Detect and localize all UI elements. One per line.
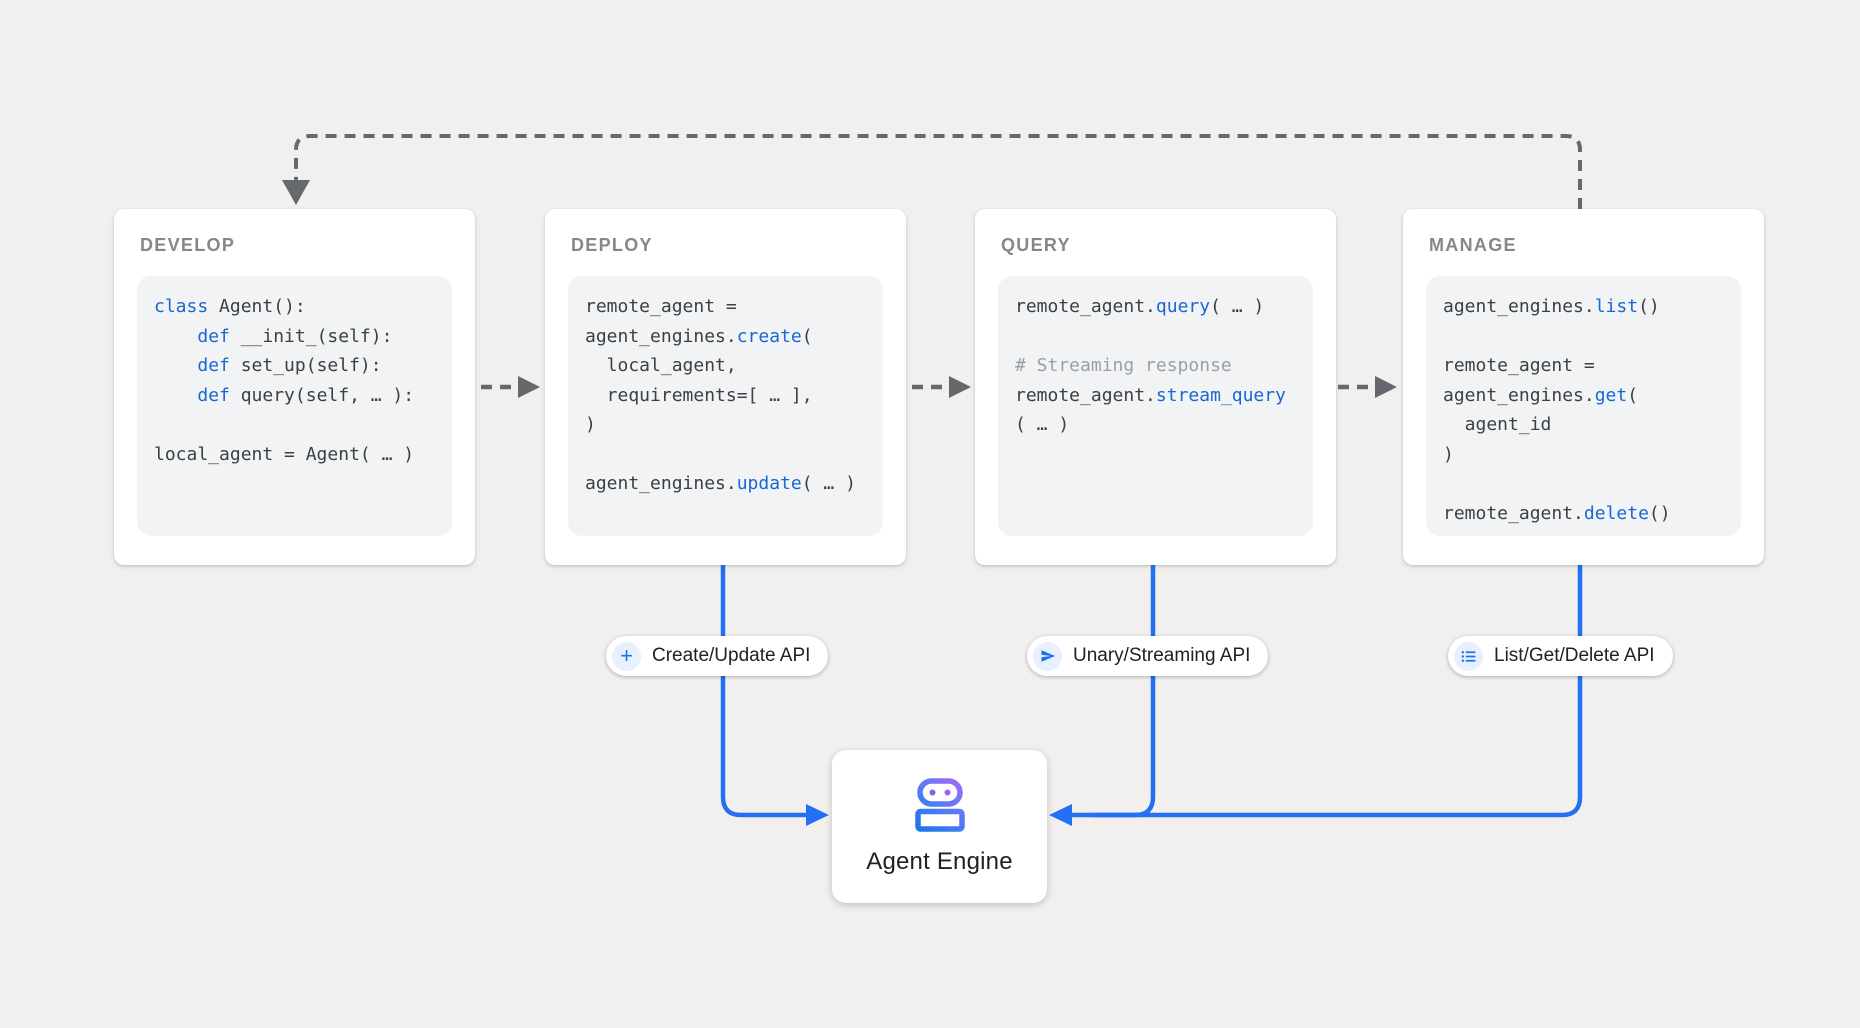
agent-engine-node: Agent Engine bbox=[832, 750, 1047, 903]
develop-card: DEVELOP class Agent(): def __init_(self)… bbox=[114, 209, 475, 565]
develop-to-deploy-arrow bbox=[481, 376, 540, 398]
code-line: agent_engines.create( bbox=[585, 325, 813, 347]
query-code-block: remote_agent.query( … ) # Streaming respo… bbox=[998, 276, 1313, 536]
develop-code-block: class Agent(): def __init_(self): def se… bbox=[137, 276, 452, 536]
unary-streaming-api-label: Unary/Streaming API bbox=[1073, 645, 1251, 666]
code-line: def __init_(self): bbox=[197, 325, 393, 347]
code-line: local_agent, bbox=[585, 355, 737, 376]
develop-card-title: DEVELOP bbox=[140, 235, 236, 255]
send-icon bbox=[1033, 641, 1062, 671]
query-to-manage-arrow bbox=[1338, 376, 1397, 398]
code-line: # Streaming response bbox=[1015, 355, 1232, 376]
code-line: agent_id bbox=[1443, 414, 1552, 435]
deploy-code-block: remote_agent = agent_engines.create( loca… bbox=[568, 276, 883, 536]
plus-icon: + bbox=[612, 641, 641, 671]
code-line bbox=[1443, 322, 1731, 352]
code-line bbox=[1015, 322, 1303, 352]
code-line: remote_agent.stream_query bbox=[1015, 384, 1286, 406]
code-line: remote_agent.query( … ) bbox=[1015, 296, 1265, 317]
deploy-card-title: DEPLOY bbox=[571, 235, 653, 255]
query-card-title: QUERY bbox=[1001, 235, 1071, 255]
code-line: requirements=[ … ], bbox=[585, 384, 813, 406]
manage-card: MANAGE agent_engines.list() remote_agent … bbox=[1403, 209, 1764, 565]
code-line: agent_engines.get( bbox=[1443, 384, 1639, 406]
manage-code-block: agent_engines.list() remote_agent = agent_… bbox=[1426, 276, 1741, 536]
agent-engine-label: Agent Engine bbox=[866, 847, 1013, 875]
code-line: ( … ) bbox=[1015, 414, 1070, 435]
query-to-engine-line bbox=[1090, 565, 1156, 818]
query-card: QUERY remote_agent.query( … ) # Streaming… bbox=[975, 209, 1336, 565]
unary-streaming-api-pill: Unary/Streaming API bbox=[1027, 636, 1269, 676]
code-line bbox=[154, 410, 442, 440]
create-update-api-pill: + Create/Update API bbox=[606, 636, 829, 676]
code-line: ) bbox=[1443, 443, 1454, 465]
code-line: remote_agent = bbox=[585, 296, 737, 317]
deploy-card: DEPLOY remote_agent = agent_engines.creat… bbox=[545, 209, 906, 565]
code-line: def query(self, … ): bbox=[197, 384, 415, 406]
manage-to-engine-line bbox=[1049, 565, 1583, 826]
code-line: agent_engines.update( … ) bbox=[585, 473, 856, 494]
list-get-delete-api-label: List/Get/Delete API bbox=[1494, 645, 1655, 666]
list-get-delete-api-pill: List/Get/Delete API bbox=[1448, 636, 1673, 676]
code-line: class Agent(): bbox=[154, 296, 306, 317]
deploy-to-engine-line bbox=[720, 565, 829, 826]
code-line: remote_agent = bbox=[1443, 355, 1595, 376]
loopback-dashed-connector bbox=[294, 134, 1582, 209]
code-line bbox=[1443, 469, 1731, 499]
code-line: remote_agent.delete() bbox=[1443, 502, 1671, 524]
code-line: agent_engines.list() bbox=[1443, 296, 1660, 317]
deploy-to-query-arrow bbox=[912, 376, 971, 398]
code-line: local_agent = Agent( … ) bbox=[154, 443, 415, 465]
code-line bbox=[585, 440, 873, 470]
robot-icon bbox=[914, 777, 966, 837]
loopback-arrowhead-icon bbox=[282, 180, 310, 205]
code-line: ) bbox=[585, 414, 596, 435]
manage-card-title: MANAGE bbox=[1429, 235, 1517, 255]
create-update-api-label: Create/Update API bbox=[652, 645, 811, 666]
code-line: def set_up(self): bbox=[197, 355, 382, 376]
list-icon bbox=[1454, 641, 1483, 671]
